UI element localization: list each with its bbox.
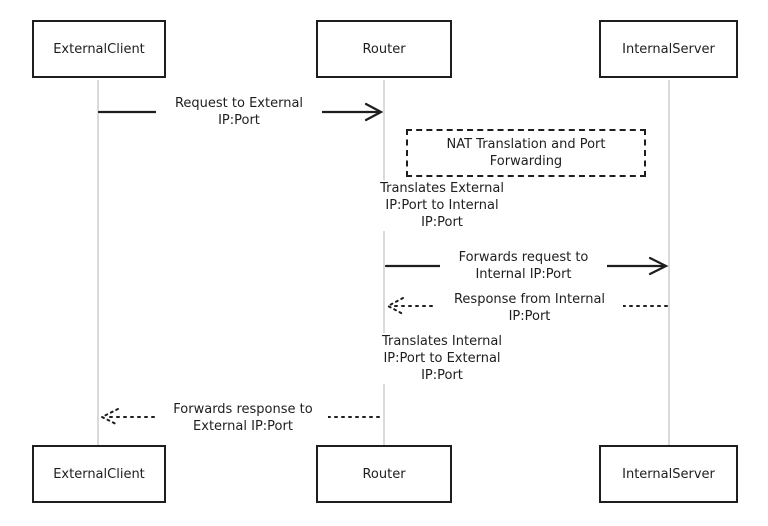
participant-server-top: InternalServer xyxy=(599,20,738,78)
router-translation-label-2: Translates Internal IP:Port to External … xyxy=(359,333,525,384)
participant-label: Router xyxy=(362,41,406,57)
message-label-line: Forwards response to xyxy=(173,402,313,417)
participant-server-bottom: InternalServer xyxy=(599,445,738,503)
participant-router-bottom: Router xyxy=(316,445,452,503)
note-line: Forwarding xyxy=(489,154,563,169)
note-line: NAT Translation and Port xyxy=(446,137,606,152)
message-label-line: IP:Port xyxy=(218,113,260,128)
message-arrow-3 xyxy=(385,297,668,315)
participant-label: InternalServer xyxy=(622,41,715,57)
participant-client-bottom: ExternalClient xyxy=(32,445,166,503)
participant-label: InternalServer xyxy=(622,466,715,482)
message-label-line: External IP:Port xyxy=(193,419,293,434)
translation-line: Translates Internal xyxy=(381,334,503,349)
message-arrow-4 xyxy=(99,408,383,426)
message-label-line: Response from Internal xyxy=(453,292,606,307)
message-label-line: IP:Port xyxy=(508,309,551,324)
translation-line: Translates External xyxy=(380,181,504,196)
message-arrow-2 xyxy=(384,256,669,276)
message-label-line: Request to External xyxy=(174,96,304,111)
message-label-line: Internal IP:Port xyxy=(475,267,572,282)
nat-translation-note: NAT Translation and Port Forwarding xyxy=(406,129,646,177)
message-label-4: Forwards response to External IP:Port xyxy=(158,401,328,435)
translation-line: IP:Port to Internal xyxy=(385,198,499,213)
participant-label: Router xyxy=(362,466,406,482)
message-label-1: Request to External IP:Port xyxy=(156,95,322,129)
participant-label: ExternalClient xyxy=(53,41,145,57)
message-label-3: Response from Internal IP:Port xyxy=(436,291,623,325)
message-label-2: Forwards request to Internal IP:Port xyxy=(440,249,607,283)
translation-line: IP:Port to External xyxy=(383,351,501,366)
translation-line: IP:Port xyxy=(421,215,463,230)
participant-label: ExternalClient xyxy=(53,466,145,482)
participant-router-top: Router xyxy=(316,20,452,78)
router-translation-label-1: Translates External IP:Port to Internal … xyxy=(359,180,525,231)
message-arrow-1 xyxy=(97,102,384,122)
translation-line: IP:Port xyxy=(421,368,463,383)
participant-client-top: ExternalClient xyxy=(32,20,166,78)
message-label-line: Forwards request to xyxy=(458,250,589,265)
